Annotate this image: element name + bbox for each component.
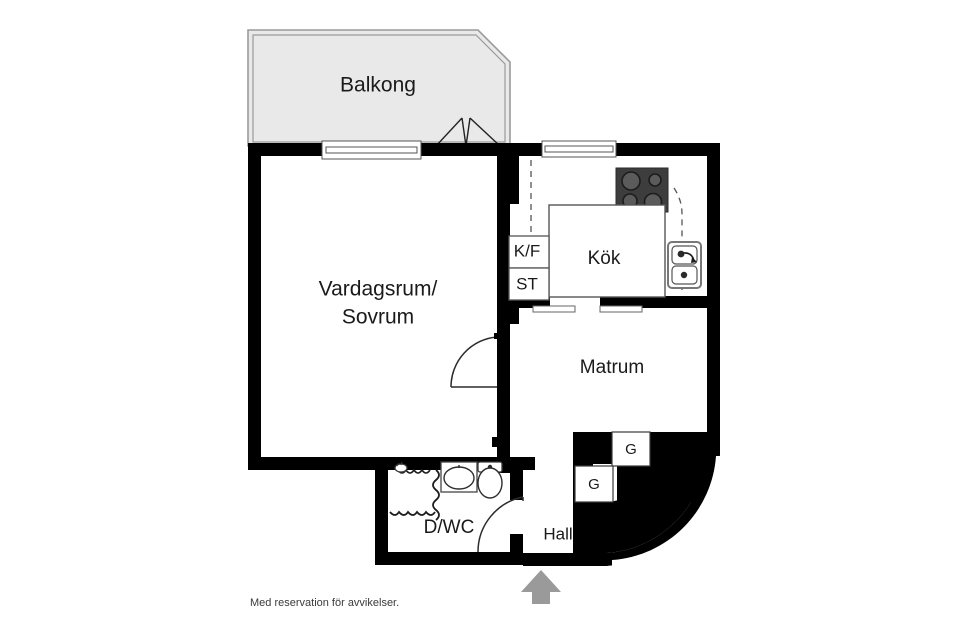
room-label-kok: Kök	[588, 248, 621, 269]
balcony-area: Balkong	[247, 29, 511, 147]
garderob-box-1[interactable]	[611, 431, 651, 467]
storage-label-garderob-1: G	[625, 441, 637, 458]
exterior-outside-curve-2	[612, 456, 760, 600]
storage-label-kf: K/F	[514, 241, 540, 260]
wall-bath-left	[375, 457, 388, 565]
room-label-vardagsrum-line1: Vardagsrum/	[319, 278, 438, 301]
wall-kitchen-left-lower	[510, 296, 519, 324]
wash-basin-icon	[440, 461, 478, 493]
wall-rounded-corner-mass	[607, 440, 707, 553]
shower-icon	[389, 461, 440, 521]
wall-kok-bottom-right	[600, 296, 707, 308]
window-group	[321, 140, 617, 160]
room-label-balkong: Balkong	[340, 74, 416, 97]
entrance-arrow-shape	[521, 570, 561, 604]
room-label-hall: Hall	[543, 524, 572, 543]
room-label-matrum: Matrum	[580, 357, 644, 378]
room-label-dwc: D/WC	[424, 517, 475, 538]
balcony-inner-shape	[252, 34, 506, 143]
wall-bath-right-lower	[510, 534, 523, 565]
toilet-icon	[477, 461, 503, 499]
wall-bath-right-upper	[510, 470, 523, 500]
wall-kitchen-left-upper	[510, 156, 519, 204]
room-label-group: Vardagsrum/ Sovrum Kök Matrum D/WC Hall	[319, 248, 645, 543]
storage-label-group: K/F ST G G	[514, 241, 637, 492]
st-box	[508, 267, 550, 301]
living-room-door[interactable]	[450, 333, 500, 388]
wall-nib-living-right	[492, 437, 499, 447]
kitchen-sink-icon	[667, 241, 702, 289]
bathroom-door[interactable]	[477, 496, 524, 553]
matrum-threshold	[599, 305, 643, 313]
wall-living-left	[248, 143, 261, 470]
storage-label-st: ST	[516, 274, 538, 293]
kitchen-interior	[508, 160, 702, 313]
garderob-box-2[interactable]	[574, 465, 614, 503]
kitchen-upper-cabinet-dash-right	[673, 187, 683, 290]
kf-box	[508, 235, 550, 269]
wall-living-right	[497, 143, 510, 473]
kitchen-threshold	[532, 305, 576, 313]
wall-living-bottom	[248, 457, 388, 470]
room-label-vardagsrum-line2: Sovrum	[342, 306, 414, 329]
bathroom-interior	[389, 461, 524, 553]
garderob-group	[574, 431, 651, 503]
entrance-direction-arrow	[521, 570, 561, 604]
disclaimer-footnote: Med reservation för avvikelser.	[250, 597, 399, 609]
kitchen-worktop-block	[548, 204, 666, 298]
living-room-window	[321, 140, 422, 160]
wall-right-outer	[707, 143, 720, 453]
wall-bath-bottom	[375, 552, 523, 565]
storage-label-garderob-2: G	[588, 476, 600, 493]
wall-hall-bottom	[523, 553, 607, 566]
balcony-french-door[interactable]	[435, 117, 501, 147]
kitchen-window	[541, 140, 617, 158]
